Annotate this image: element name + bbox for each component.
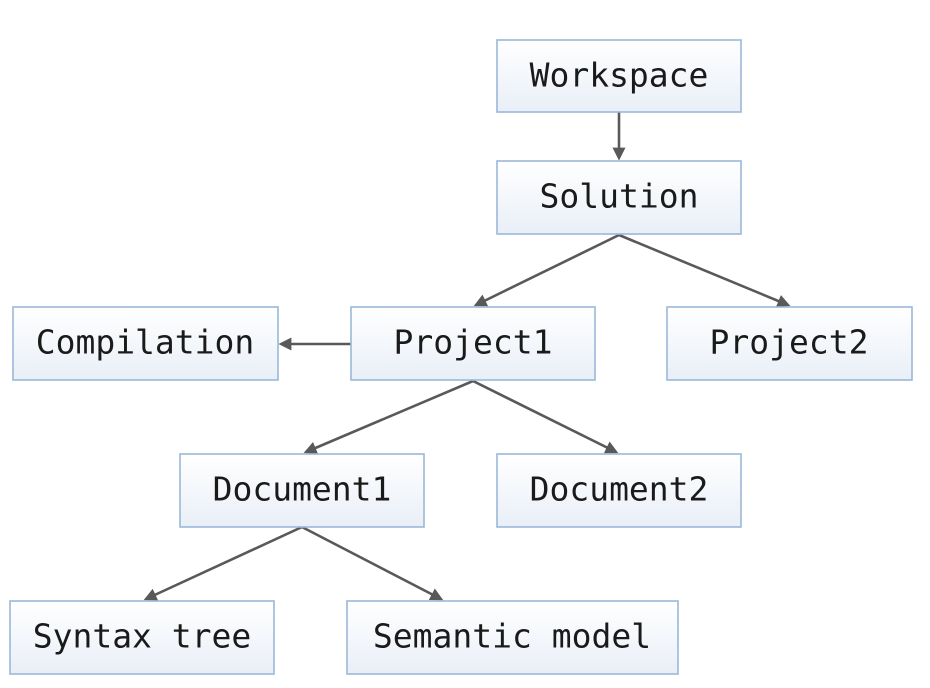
node-solution: Solution [496, 160, 742, 235]
edge-project1-document2 [472, 379, 619, 454]
edge-document1-syntax-tree [143, 525, 303, 601]
node-document2: Document2 [496, 453, 742, 528]
node-box [350, 306, 596, 381]
node-label: Semantic model [373, 617, 651, 656]
node-label: Project2 [710, 323, 869, 362]
node-workspace: Workspace [496, 39, 742, 113]
node-label: Compilation [36, 323, 255, 362]
node-box [496, 160, 742, 235]
node-label: Syntax tree [33, 617, 252, 656]
edge-solution-project1 [473, 233, 620, 307]
edges [143, 112, 791, 601]
edge-project1-document1 [303, 379, 474, 454]
node-box [496, 453, 742, 528]
node-box [666, 306, 913, 381]
node-label: Solution [540, 177, 699, 216]
node-box [179, 453, 425, 528]
node-project1: Project1 [350, 306, 596, 381]
node-label: Project1 [394, 323, 553, 362]
node-semantic-model: Semantic model [346, 600, 679, 675]
node-box [496, 39, 742, 113]
node-label: Workspace [530, 56, 709, 95]
node-box [9, 600, 275, 675]
edge-solution-project2 [618, 233, 791, 308]
edge-document1-semantic-model [301, 525, 444, 601]
node-label: Document1 [213, 470, 392, 509]
node-label: Document2 [530, 470, 709, 509]
node-box [346, 600, 679, 675]
node-document1: Document1 [179, 453, 425, 528]
node-compilation: Compilation [12, 306, 279, 381]
node-project2: Project2 [666, 306, 913, 381]
node-box [12, 306, 279, 381]
node-syntax-tree: Syntax tree [9, 600, 275, 675]
